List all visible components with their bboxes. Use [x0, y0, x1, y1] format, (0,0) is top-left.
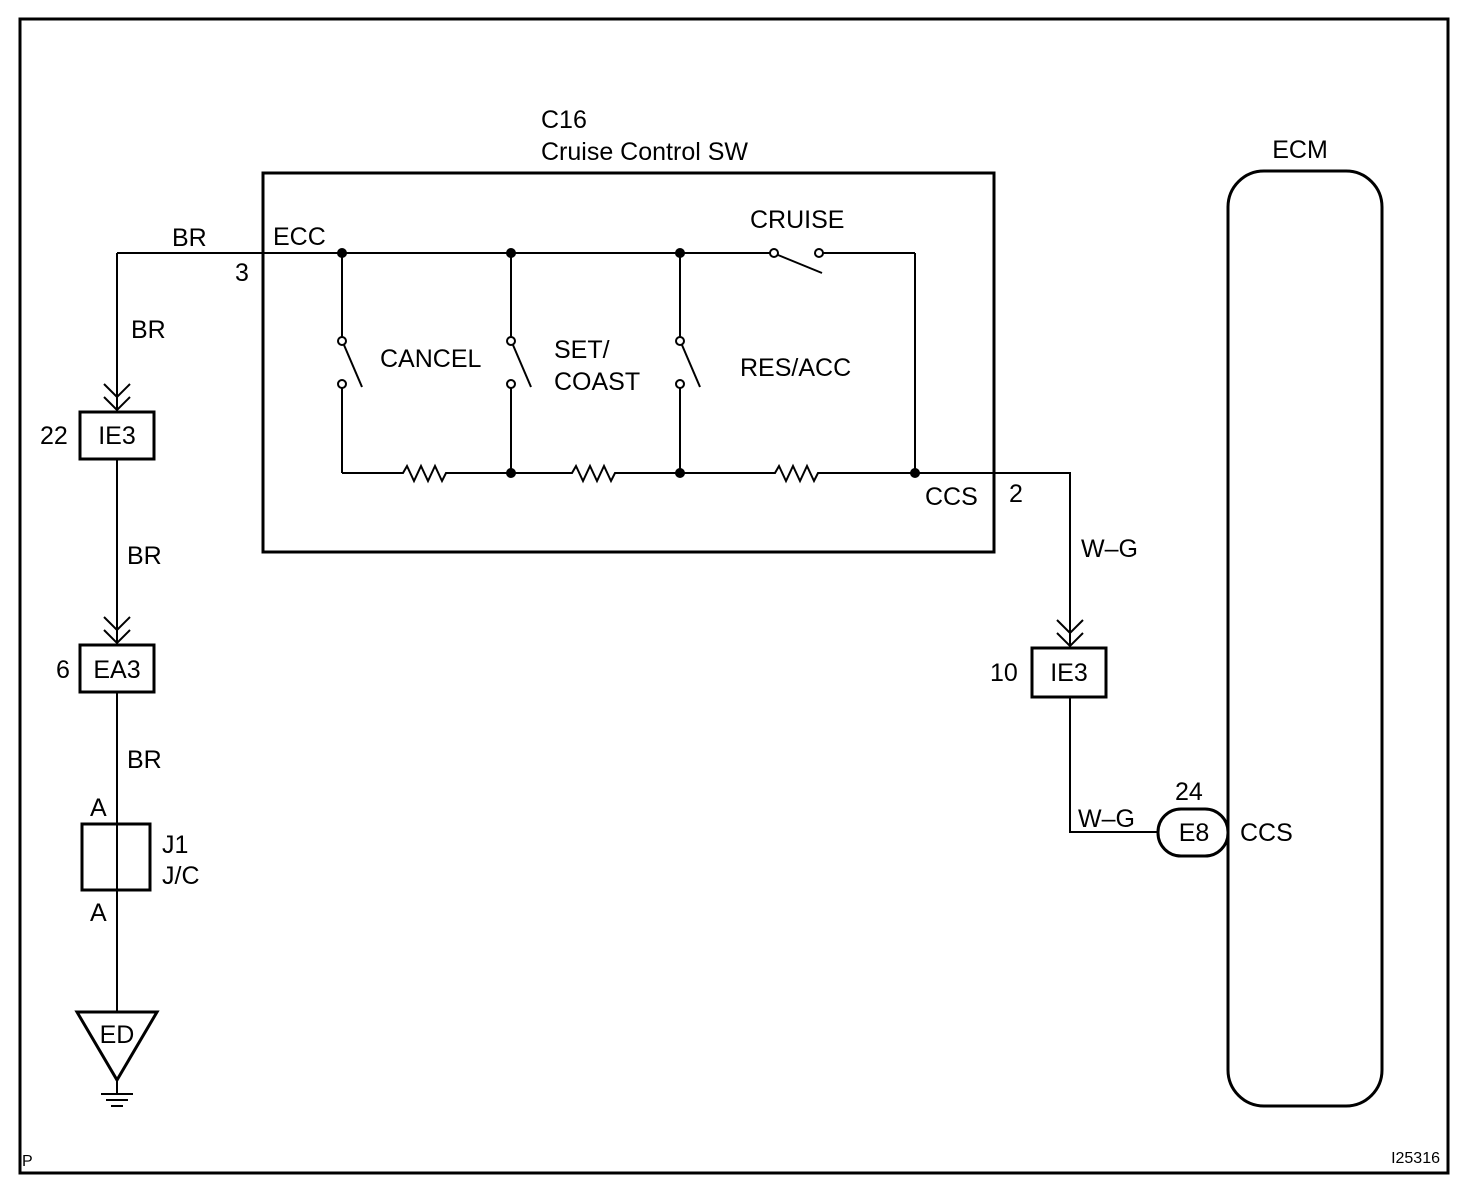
pin-number-2: 2 — [1009, 480, 1023, 508]
junction-dot — [675, 248, 685, 258]
connector-label: IE3 — [1050, 659, 1088, 687]
switch-box-outline — [261, 171, 996, 554]
junction-dot — [506, 468, 516, 478]
connector-arrow — [1056, 619, 1084, 635]
diagram-frame — [18, 17, 1450, 1175]
ecm-connector-e8 — [1156, 807, 1230, 858]
ecm-title: ECM — [1272, 136, 1328, 164]
set-switch-label: SET/ — [554, 336, 610, 364]
wire-color-wg: W–G — [1081, 535, 1138, 563]
ecm-pin-name: CCS — [1240, 819, 1293, 847]
wire-color-br: BR — [131, 316, 166, 344]
wire-color-br: BR — [127, 542, 162, 570]
cancel-switch-label: CANCEL — [380, 345, 482, 373]
cancel-switch-contact — [337, 336, 347, 346]
res-switch-blade — [681, 344, 701, 388]
resistor-ladder — [342, 463, 994, 484]
connector-arrow — [103, 629, 131, 645]
junction-pin-a: A — [90, 794, 107, 822]
figure-id: I25316 — [1391, 1150, 1440, 1167]
ground-point-ed — [74, 1010, 160, 1083]
set-switch-blade — [512, 344, 532, 388]
set-switch-contact — [506, 336, 516, 346]
connector-pin-number: 22 — [40, 422, 68, 450]
cruise-switch-blade — [777, 254, 823, 274]
ecm-connector-label: E8 — [1179, 819, 1210, 847]
connector-arrow — [103, 616, 131, 632]
connector-pin-number: 10 — [990, 659, 1018, 687]
set-coast-switch: SET/ COAST — [506, 253, 640, 473]
pin-name-ccs: CCS — [925, 483, 978, 511]
cruise-switch-contact — [769, 248, 779, 258]
junction-name: J1 — [162, 831, 188, 859]
connector-label: EA3 — [93, 656, 140, 684]
cancel-switch: CANCEL — [337, 253, 482, 473]
wg-wire — [1069, 697, 1158, 833]
wire-color-wg: W–G — [1078, 805, 1135, 833]
connector-arrow — [1056, 632, 1084, 648]
res-switch-contact — [675, 379, 685, 389]
wg-wire — [994, 472, 1071, 648]
ecm-unit: ECM E8 24 CCS — [1156, 136, 1384, 1108]
br-ground-circuit: BR BR IE3 22 BR EA3 6 BR A A J1 J/C ED — [40, 224, 263, 1107]
ground-label: ED — [100, 1021, 135, 1049]
cruise-switch-label: CRUISE — [750, 206, 844, 234]
cancel-switch-blade — [343, 344, 363, 388]
pin-name-ecc: ECC — [273, 223, 326, 251]
res-acc-switch-label: RES/ACC — [740, 354, 851, 382]
junction-dot — [910, 468, 920, 478]
wire-color-br: BR — [127, 746, 162, 774]
ecm-pin-number: 24 — [1175, 778, 1203, 806]
connector-arrow — [103, 396, 131, 412]
cancel-switch-contact — [337, 379, 347, 389]
ecm-outline — [1226, 169, 1384, 1108]
junction-dot — [506, 248, 516, 258]
junction-connector-j1 — [80, 822, 152, 892]
corner-mark: P — [22, 1153, 33, 1170]
connector-arrow — [103, 383, 131, 399]
connector-pin-number: 6 — [56, 656, 70, 684]
connector-label: IE3 — [98, 422, 136, 450]
wire-color-br: BR — [172, 224, 207, 252]
switch-name: Cruise Control SW — [541, 138, 748, 166]
res-switch-contact — [675, 336, 685, 346]
coast-switch-label: COAST — [554, 368, 640, 396]
res-acc-switch: RES/ACC — [675, 253, 851, 473]
switch-connector-code: C16 — [541, 106, 587, 134]
cruise-control-switch: C16 Cruise Control SW ECC 3 CCS 2 CRUISE… — [235, 106, 1023, 554]
cruise-switch-contact — [814, 248, 824, 258]
junction-dot — [337, 248, 347, 258]
pin-number-3: 3 — [235, 259, 249, 287]
junction-dot — [675, 468, 685, 478]
set-switch-contact — [506, 379, 516, 389]
wg-signal-circuit: W–G IE3 10 W–G — [990, 472, 1158, 833]
cruise-switch: CRUISE — [750, 206, 844, 274]
junction-pin-a: A — [90, 899, 107, 927]
junction-type: J/C — [162, 862, 200, 890]
